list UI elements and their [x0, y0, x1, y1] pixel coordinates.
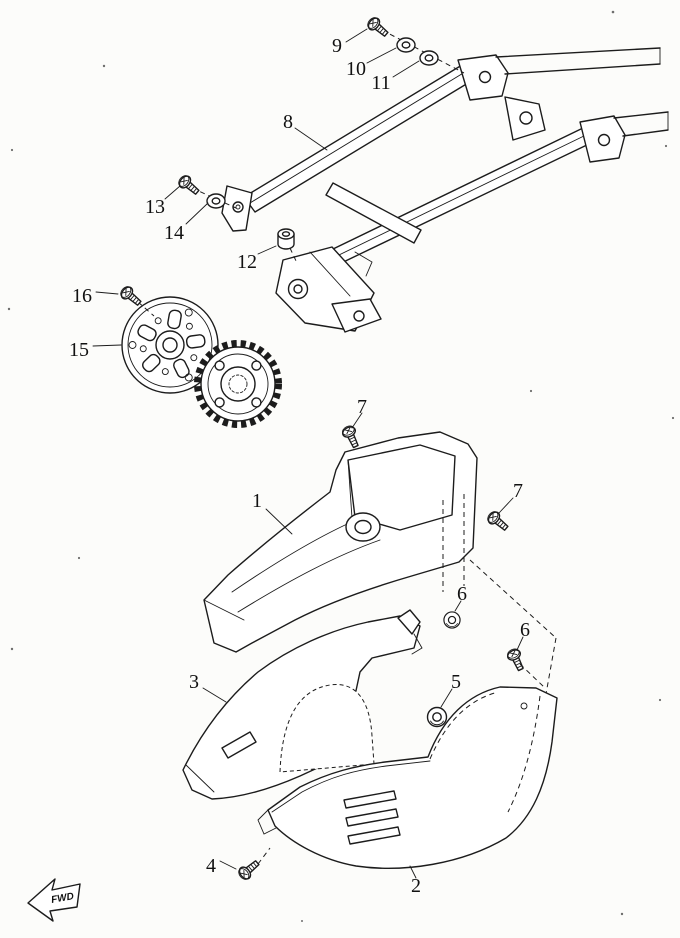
callout-8: 8	[283, 111, 293, 133]
sprocket	[194, 340, 282, 428]
scan-noise	[7, 10, 675, 922]
swingarm-left-arm	[243, 64, 474, 213]
washer-11	[419, 50, 439, 66]
washer-14	[206, 193, 226, 209]
callout-6-screw: 6	[520, 619, 530, 641]
callout-9: 9	[332, 35, 342, 57]
center-pivot-bracket	[275, 246, 382, 333]
callout-13: 13	[145, 196, 165, 218]
side-cover	[257, 686, 558, 869]
washer-10	[396, 37, 416, 53]
chain-guard-upper	[203, 431, 557, 695]
swingarm-assembly	[191, 29, 669, 333]
screw-13	[175, 172, 203, 199]
screw-6	[504, 646, 528, 673]
grommet-6	[443, 611, 461, 629]
callout-5: 5	[451, 671, 461, 693]
swingarm-cross-brace	[325, 182, 422, 244]
callout-4: 4	[206, 855, 216, 877]
callouts: 9 10 11 8 13 14 12 16 15 7 1 7 6 6 5 3 4…	[69, 35, 530, 897]
vent-slot	[343, 790, 397, 809]
callout-3: 3	[189, 671, 199, 693]
callout-16: 16	[72, 285, 92, 307]
callout-1: 1	[252, 490, 262, 512]
screw-4	[235, 856, 263, 883]
vent-slot	[345, 808, 399, 827]
wheel-arch-cutout	[279, 684, 375, 773]
callout-7-right: 7	[513, 480, 523, 502]
grommet-5	[426, 706, 448, 728]
callout-10: 10	[346, 58, 366, 80]
fastener-axis-dash	[381, 29, 465, 74]
callout-14: 14	[164, 222, 184, 244]
callout-12: 12	[237, 251, 257, 273]
vent-slot	[347, 826, 401, 845]
callout-6-grommet: 6	[457, 583, 467, 605]
screw-7-upper	[339, 423, 363, 450]
callout-15: 15	[69, 339, 89, 361]
callout-2: 2	[411, 875, 421, 897]
callout-7-upper: 7	[357, 396, 367, 418]
guard-bracket	[182, 609, 423, 800]
callout-11: 11	[371, 72, 390, 94]
fwd-label: FWD	[50, 891, 74, 906]
screw-16	[117, 283, 145, 310]
fwd-arrow: FWD	[27, 878, 81, 922]
damper-hub	[121, 296, 219, 394]
leader-lines	[92, 28, 524, 879]
screw-9	[364, 14, 392, 41]
screw-7-right	[484, 508, 512, 535]
bushing-12	[277, 228, 295, 250]
